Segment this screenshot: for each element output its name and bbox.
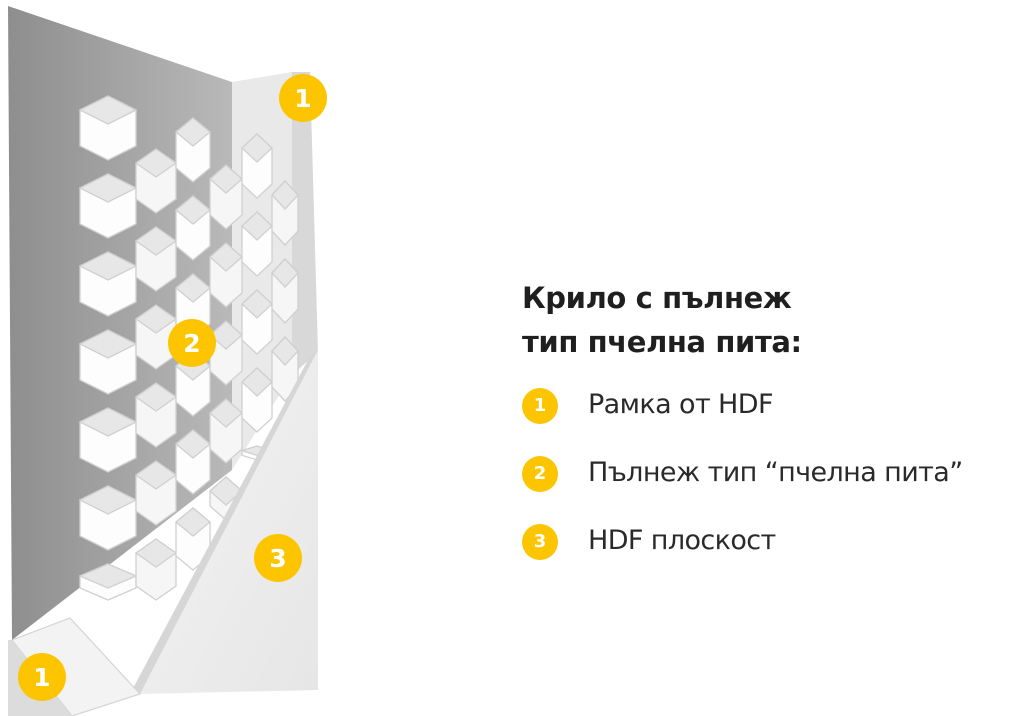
- legend-label-honeycomb: Пълнеж тип “пчелна пита”: [588, 457, 963, 488]
- legend-label-frame: Рамка от HDF: [588, 389, 773, 420]
- honeycomb-cell-top: [174, 117, 212, 147]
- honeycomb-cell-top: [174, 507, 212, 537]
- honeycomb-cell-top: [271, 180, 299, 210]
- honeycomb-cell-top: [241, 133, 273, 163]
- legend-title-line-2: тип пчелна пита:: [522, 325, 802, 359]
- legend-item-honeycomb: 2 Пълнеж тип “пчелна пита”: [522, 452, 1022, 520]
- number-badge-3: 3: [522, 524, 558, 560]
- legend-list: 1 Рамка от HDF 2 Пълнеж тип “пчелна пита…: [522, 384, 1022, 588]
- honeycomb-cell-top: [271, 336, 299, 366]
- legend-item-frame: 1 Рамка от HDF: [522, 384, 1022, 452]
- front-hdf-panel-edge: [130, 350, 318, 694]
- legend-title: Крило с пълнеж тип пчелна пита:: [522, 276, 1022, 364]
- marker-hdf-panel: 3: [254, 534, 302, 582]
- legend-item-hdf-panel: 3 HDF плоскост: [522, 520, 1022, 588]
- legend: Крило с пълнеж тип пчелна пита: 1 Рамка …: [522, 276, 1022, 588]
- marker-honeycomb: 2: [168, 319, 216, 367]
- marker-frame-top: 1: [279, 74, 327, 122]
- honeycomb-cell-top: [78, 95, 138, 125]
- svg-text:1: 1: [33, 663, 50, 692]
- legend-title-line-1: Крило с пълнеж: [522, 281, 792, 315]
- svg-text:1: 1: [294, 84, 311, 113]
- svg-text:3: 3: [269, 544, 286, 573]
- number-badge-1: 1: [522, 388, 558, 424]
- marker-frame-bottom: 1: [18, 653, 66, 701]
- number-badge-2: 2: [522, 456, 558, 492]
- legend-label-hdf-panel: HDF плоскост: [588, 525, 776, 556]
- honeycomb-cell-top: [271, 258, 299, 288]
- svg-text:2: 2: [183, 329, 200, 358]
- honeycomb-fill: [78, 95, 299, 601]
